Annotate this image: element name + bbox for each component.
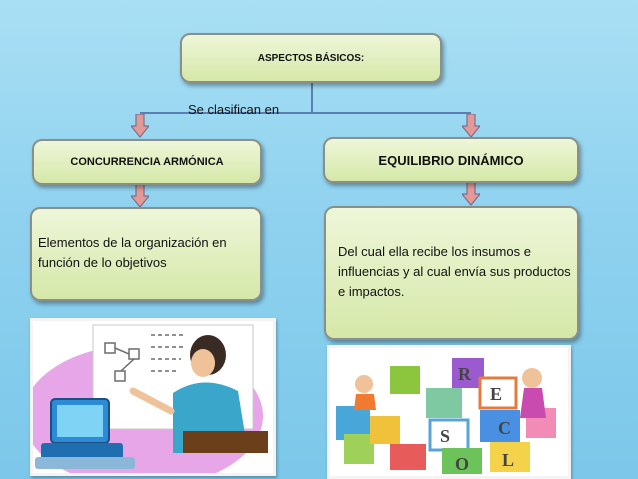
svg-text:L: L bbox=[502, 450, 514, 470]
left-branch-title: CONCURRENCIA ARMÓNICA bbox=[70, 156, 224, 168]
left-branch-title-box: CONCURRENCIA ARMÓNICA bbox=[32, 139, 262, 185]
right-branch-description: Del cual ella recibe los insumos e influ… bbox=[338, 244, 571, 299]
person-at-computer-illustration bbox=[30, 318, 276, 476]
down-arrow-icon bbox=[131, 184, 149, 208]
connector-vertical-line bbox=[311, 83, 313, 113]
left-branch-description-box: Elementos de la organización en función … bbox=[30, 207, 262, 301]
right-branch-title: EQUILIBRIO DINÁMICO bbox=[378, 152, 524, 168]
connector-horizontal-line bbox=[140, 112, 471, 114]
svg-text:S: S bbox=[440, 426, 450, 446]
top-box: ASPECTOS BÁSICOS: bbox=[180, 33, 442, 83]
svg-text:E: E bbox=[490, 384, 502, 404]
alphabet-blocks-illustration: E S C O L R bbox=[327, 345, 571, 479]
left-branch-description: Elementos de la organización en función … bbox=[38, 235, 227, 270]
right-branch-description-box: Del cual ella recibe los insumos e influ… bbox=[324, 206, 579, 340]
down-arrow-icon bbox=[462, 182, 480, 206]
down-arrow-icon bbox=[131, 114, 149, 138]
svg-text:O: O bbox=[455, 454, 469, 474]
right-branch-title-box: EQUILIBRIO DINÁMICO bbox=[323, 137, 579, 183]
svg-text:R: R bbox=[458, 364, 472, 384]
connector-label: Se clasifican en bbox=[188, 102, 280, 117]
top-box-label: ASPECTOS BÁSICOS: bbox=[257, 52, 365, 64]
svg-text:C: C bbox=[498, 418, 511, 438]
down-arrow-icon bbox=[462, 114, 480, 138]
